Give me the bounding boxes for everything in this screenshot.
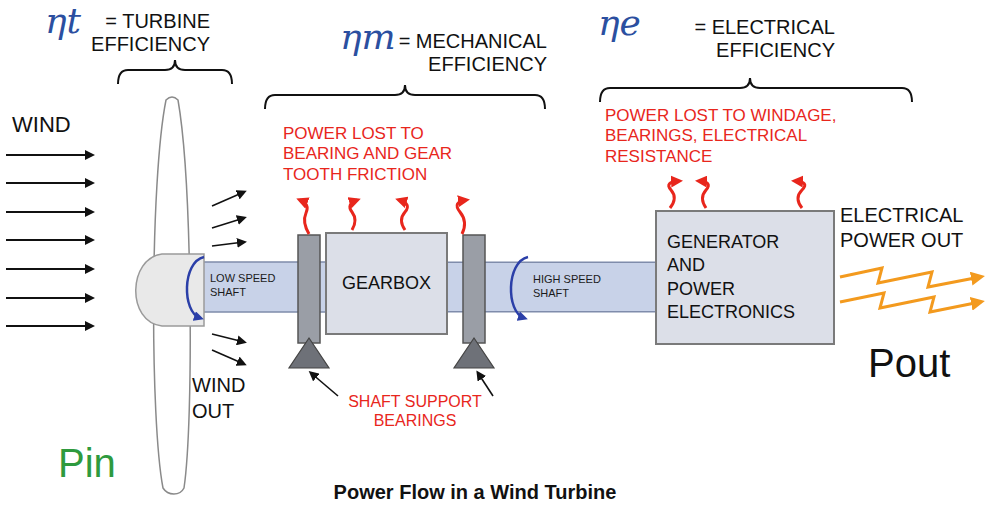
efficiency-label: = ELECTRICAL EFFICIENCY <box>645 16 835 62</box>
wind-arrows <box>6 155 92 326</box>
leader-arrow <box>478 373 493 396</box>
bracket <box>600 78 912 102</box>
shaft-bearing <box>289 235 329 368</box>
rotation-arrow <box>187 257 204 318</box>
loss-note: POWER LOST TO BEARING AND GEAR TOOTH FRI… <box>283 124 478 185</box>
component-box: GEARBOX <box>325 232 448 335</box>
bearing-label: SHAFT SUPPORT BEARINGS <box>342 392 488 430</box>
efficiency-symbol: ηt <box>45 0 81 41</box>
rotation-arrow <box>511 257 528 318</box>
wind-label: WIND OUT <box>192 372 272 424</box>
efficiency-symbol: ηe <box>598 2 641 43</box>
leader-arrow <box>311 373 338 396</box>
box-label: GENERATOR AND POWER ELECTRONICS <box>667 231 795 325</box>
power-symbol: Pout <box>868 340 950 386</box>
shaft-label: LOW SPEED SHAFT <box>210 272 282 300</box>
efficiency-label: = TURBINE EFFICIENCY <box>85 10 210 56</box>
power-bolts <box>840 268 980 312</box>
shaft-label: HIGH SPEED SHAFT <box>533 273 605 301</box>
efficiency-label: = MECHANICAL EFFICIENCY <box>372 30 547 76</box>
output-label: ELECTRICAL POWER OUT <box>840 203 990 253</box>
turbine-hub <box>136 254 204 326</box>
loss-note: POWER LOST TO WINDAGE, BEARINGS, ELECTRI… <box>605 106 850 167</box>
power-symbol: Pin <box>58 440 116 486</box>
wind-label: WIND <box>12 112 71 137</box>
bracket <box>265 85 545 109</box>
caption: Power Flow in a Wind Turbine <box>235 481 715 504</box>
efficiency-symbol: ηm <box>340 16 396 57</box>
component-box: GENERATOR AND POWER ELECTRONICS <box>655 210 835 345</box>
bracket <box>118 60 232 84</box>
box-label: GEARBOX <box>342 272 431 295</box>
shaft-bearing <box>454 235 494 368</box>
